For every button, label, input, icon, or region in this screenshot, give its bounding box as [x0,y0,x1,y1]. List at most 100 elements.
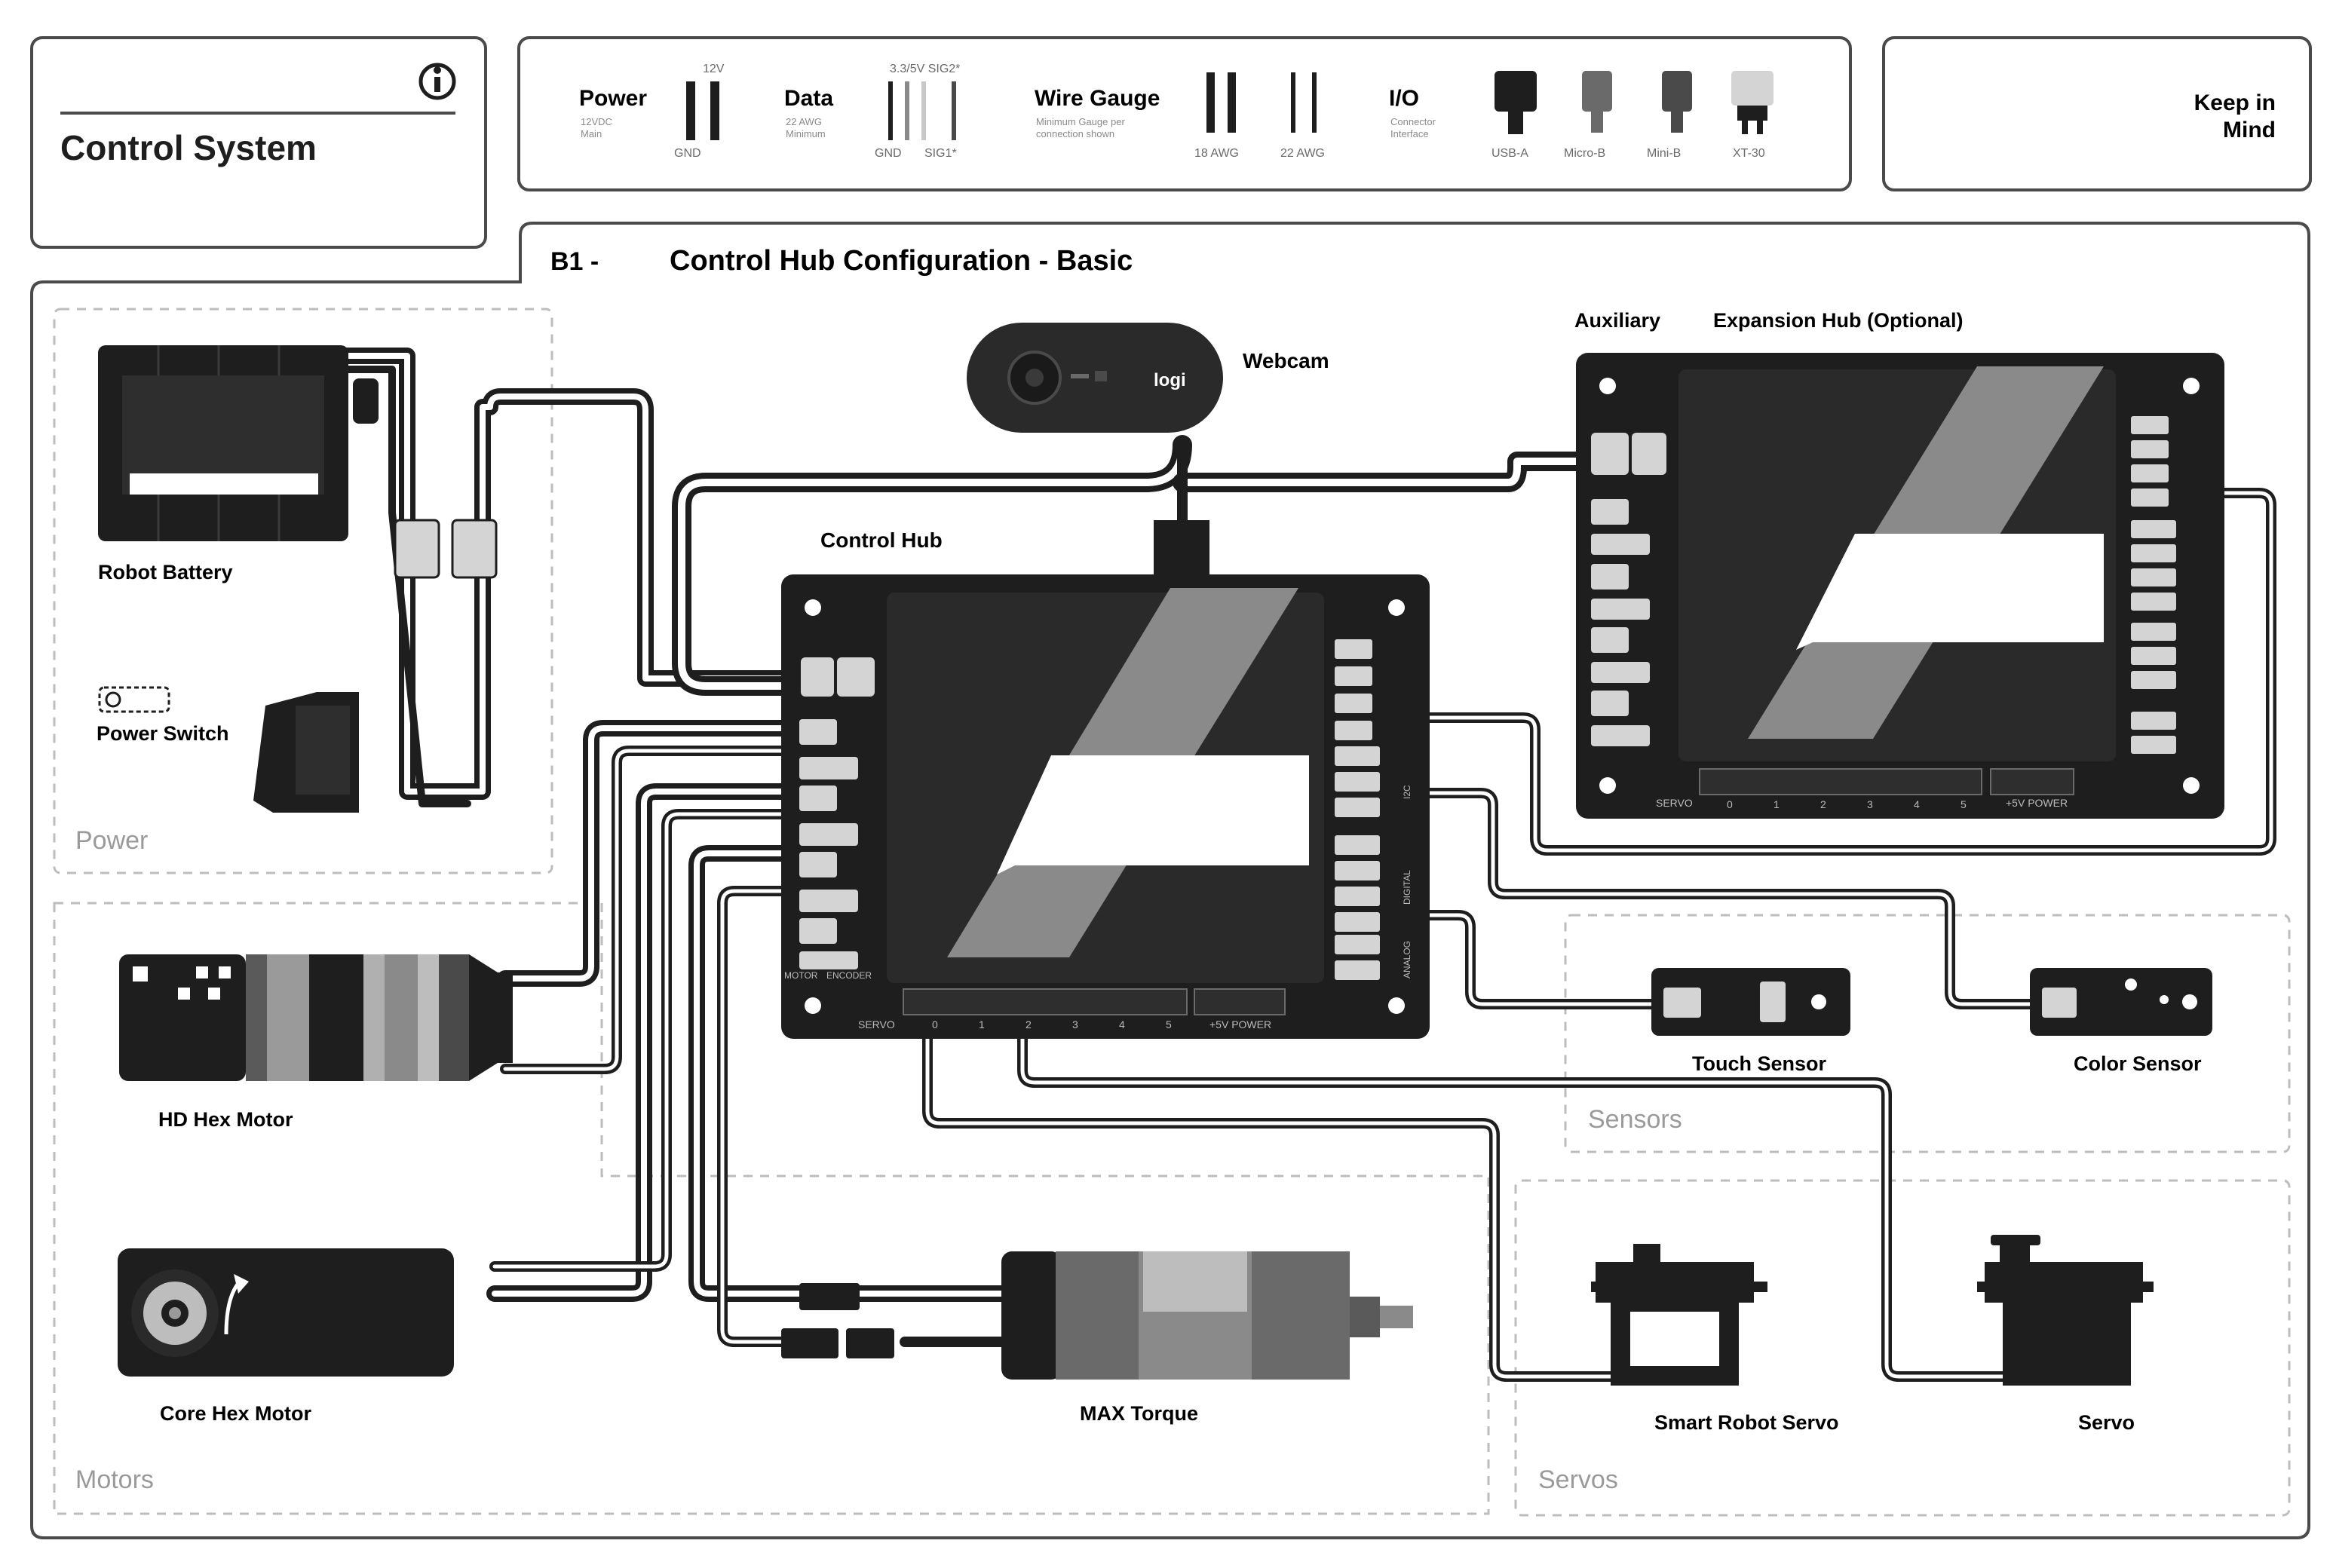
group-areas [53,308,2291,1517]
color-sensor-label: Color Sensor [2074,1052,2202,1075]
servo-port-number: 2 [1025,1018,1032,1031]
servo-label: Servo [2078,1411,2135,1434]
legend-gauge-sub1: Minimum Gauge per [1036,116,1125,127]
legend-power-label: Power [579,86,647,111]
webcam[interactable]: logi [967,323,1223,577]
legend-data-sub1: 22 AWG [786,116,822,127]
wire-color-sensor [1358,788,2041,1009]
group-label-power: Power [75,826,148,855]
legend-wire-gauge: Wire Gauge Minimum Gauge per connection … [1035,72,1325,160]
servo-port-number: 0 [932,1018,938,1031]
webcam-label: Webcam [1243,349,1329,372]
title-box: Control System [30,36,487,249]
servo-port-number: 5 [1961,798,1967,810]
max-torque-motor[interactable] [781,1251,1413,1380]
hub-analog-label: ANALOG [1402,941,1412,978]
servo-port-number: 0 [1727,798,1733,810]
webcam-brand: logi [1154,370,1186,390]
xt30-connector-pair [394,519,498,579]
hub-servo-headers [903,988,1286,1015]
core-hex-motor[interactable] [118,1248,454,1377]
xt30-connector-icon [1731,71,1774,134]
hd-hex-motor[interactable] [119,954,513,1081]
robot-battery[interactable] [98,345,379,541]
hub-motor-label: MOTOR [784,970,818,981]
legend-io-microb: Micro-B [1564,147,1605,160]
servo-port-number: 4 [1119,1018,1125,1031]
legend-power-sub2: Main [581,128,602,139]
servo-port-number: 1 [979,1018,985,1031]
hub-motor-ports [799,719,858,969]
servo-port-number: 3 [1072,1018,1078,1031]
micro-b-connector-icon [1582,71,1612,133]
keep-in-mind-line2: Mind [2223,118,2276,142]
hub-servo-label: SERVO [858,1018,895,1031]
color-sensor[interactable] [2030,968,2212,1036]
wire-expansion-rs485 [1358,488,2276,856]
legend-data-bottom-right: SIG1* [924,147,957,160]
legend-io-minib: Mini-B [1647,147,1681,160]
legend-gauge-sub2: connection shown [1036,128,1114,139]
group-label-servos: Servos [1538,1465,1618,1494]
power-switch-label: Power Switch [97,722,229,745]
legend-data-label: Data [784,86,833,111]
legend-gauge-label: Wire Gauge [1035,86,1160,111]
control-hub[interactable]: MOTOR ENCODER I2C DIGITAL ANALOG SERVO +… [781,574,1430,1039]
hub-right-ports [1335,639,1380,980]
core-hex-motor-label: Core Hex Motor [160,1402,312,1425]
hub-i2c-label: I2C [1402,785,1412,799]
info-icon[interactable] [418,63,456,100]
legend-io-sub1: Connector [1390,116,1436,127]
legend-data-bottom-left: GND [875,147,902,160]
legend-data-top: 3.3/5V SIG2* [890,63,960,75]
control-hub-label: Control Hub [820,528,943,552]
smart-robot-servo[interactable] [1591,1244,1767,1386]
hub-servo-numbers: 0 1 2 3 4 5 [932,1018,1172,1031]
legend-io: I/O Connector Interface USB-A Micro-B Mi… [1389,71,1774,160]
hub-power-label: +5V POWER [1209,1018,1271,1031]
diagram-title: Control Hub Configuration - Basic [670,245,1133,277]
hub-encoder-label: ENCODER [826,970,872,981]
servo-port-number: 4 [1914,798,1920,810]
wire-core-hex [486,783,815,1302]
smart-robot-servo-label: Smart Robot Servo [1654,1411,1839,1434]
expansion-servo-label: SERVO [1656,797,1693,809]
touch-sensor-label: Touch Sensor [1692,1052,1827,1075]
expansion-hub-label: Expansion Hub (Optional) [1713,309,1964,332]
servo-port-number: 5 [1166,1018,1172,1031]
servo-port-number: 3 [1867,798,1873,810]
page-title: Control System [60,128,317,167]
wire-hd-hex [497,720,815,1074]
keep-in-mind-box: Keep in Mind [1882,36,2312,191]
diagram-prefix: B1 - [550,247,599,276]
legend-io-xt30: XT-30 [1733,147,1765,160]
legend-data-sub2: Minimum [786,128,826,139]
power-switch[interactable] [253,692,359,813]
max-torque-label: MAX Torque [1080,1402,1198,1425]
servo-port-number: 1 [1774,798,1780,810]
expansion-power-label: +5V POWER [2006,797,2068,809]
legend-power-top: 12V [703,63,725,75]
legend-box: Power 12VDC Main 12V GND Data 22 AWG Min… [517,36,1852,191]
power-switch-icon [98,686,170,713]
hub-digital-label: DIGITAL [1402,870,1412,905]
usb-a-connector-icon [1495,71,1537,134]
legend-io-label: I/O [1389,86,1419,111]
legend-power: Power 12VDC Main 12V GND [579,63,725,160]
legend-io-sub2: Interface [1390,128,1429,139]
legend-data: Data 22 AWG Minimum 3.3/5V SIG2* GND SIG… [784,63,960,160]
auxiliary-label: Auxiliary [1574,309,1660,332]
legend-power-sub1: 12VDC [581,116,612,127]
group-label-sensors: Sensors [1588,1105,1682,1134]
wire-servo [1017,1017,2011,1382]
servo[interactable] [1977,1235,2154,1386]
touch-sensor[interactable] [1651,968,1850,1036]
wire-smart-servo [922,1017,1619,1382]
legend-io-usba: USB-A [1491,147,1528,160]
mini-b-connector-icon [1662,71,1692,133]
group-label-motors: Motors [75,1465,154,1494]
legend-gauge-18: 18 AWG [1194,147,1239,160]
legend-gauge-22: 22 AWG [1280,147,1325,160]
wire-touch-sensor [1358,910,1664,1009]
